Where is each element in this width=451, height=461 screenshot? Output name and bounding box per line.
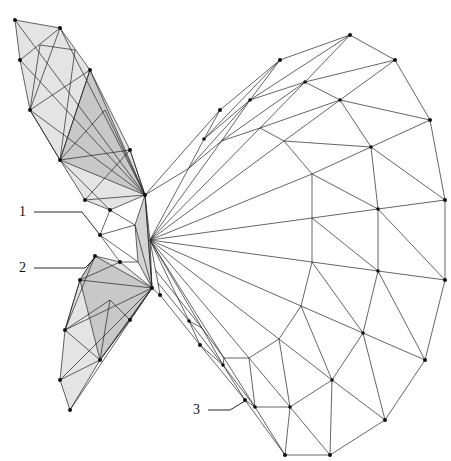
upper-wing-mesh xyxy=(15,20,145,210)
pinch-mesh xyxy=(100,195,152,288)
leader-lines xyxy=(34,212,245,410)
callout-number: 3 xyxy=(192,403,201,417)
callout-number: 1 xyxy=(18,205,27,219)
lower-wing-mesh xyxy=(60,256,152,410)
vertex-dots xyxy=(13,18,447,457)
dish-mesh xyxy=(145,35,445,455)
callout-number: 2 xyxy=(18,261,27,275)
